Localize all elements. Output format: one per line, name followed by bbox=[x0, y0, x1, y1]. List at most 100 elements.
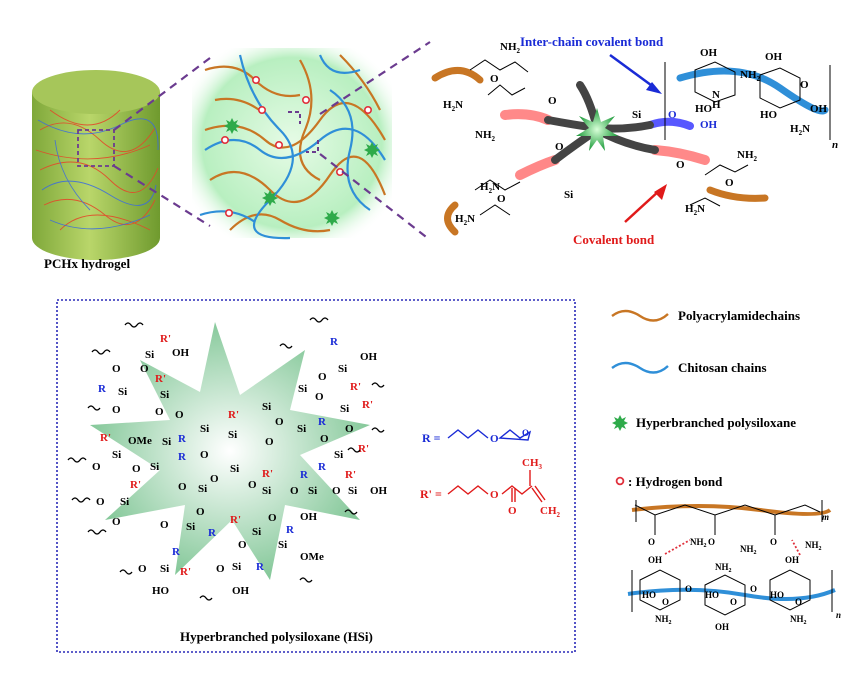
molecular-detail: NH2 O H2N NH2 H2N O H2N O O Si Si O OH N… bbox=[431, 41, 838, 236]
svg-text:OMe: OMe bbox=[300, 551, 324, 563]
svg-text:O: O bbox=[332, 485, 341, 497]
svg-text:O: O bbox=[800, 79, 809, 91]
svg-text:O: O bbox=[508, 505, 517, 517]
svg-text:NH2: NH2 bbox=[690, 537, 707, 549]
svg-text:O: O bbox=[138, 563, 147, 575]
svg-text:O: O bbox=[238, 539, 247, 551]
svg-text:O: O bbox=[795, 597, 802, 607]
svg-text:HO: HO bbox=[760, 109, 778, 121]
svg-text:O: O bbox=[210, 473, 219, 485]
hsi-dashed-box bbox=[56, 299, 576, 653]
zoom-lines-right bbox=[319, 41, 431, 241]
svg-text:R: R bbox=[286, 524, 295, 536]
svg-text:O: O bbox=[490, 489, 499, 501]
svg-text:Si: Si bbox=[228, 429, 237, 441]
svg-text:R: R bbox=[318, 416, 327, 428]
svg-text:O: O bbox=[112, 516, 121, 528]
svg-text:OH: OH bbox=[700, 47, 718, 59]
svg-text:R: R bbox=[330, 336, 339, 348]
svg-text:HO: HO bbox=[152, 585, 170, 597]
hydrogel-cylinder bbox=[32, 70, 160, 260]
svg-text:Si: Si bbox=[232, 561, 241, 573]
inter-chain-label: Inter-chain covalent bond bbox=[520, 34, 664, 49]
svg-text:O: O bbox=[112, 404, 121, 416]
svg-text:HO: HO bbox=[770, 590, 784, 600]
svg-text:Si: Si bbox=[278, 539, 287, 551]
svg-text:Si: Si bbox=[262, 485, 271, 497]
svg-text:O: O bbox=[196, 506, 205, 518]
svg-text:R: R bbox=[178, 433, 187, 445]
svg-text:R': R' bbox=[262, 468, 273, 480]
svg-text:Si: Si bbox=[334, 449, 343, 461]
svg-text:O: O bbox=[320, 433, 329, 445]
legend: Polyacrylamidechains Chitosan chains Hyp… bbox=[611, 308, 800, 489]
svg-text:m: m bbox=[822, 512, 829, 522]
legend-chitosan-line bbox=[611, 361, 669, 374]
svg-text:OH: OH bbox=[765, 51, 783, 63]
svg-text:NH2: NH2 bbox=[500, 41, 521, 55]
svg-text:R: R bbox=[318, 461, 327, 473]
svg-text:R: R bbox=[98, 383, 107, 395]
svg-text:Si: Si bbox=[230, 463, 239, 475]
svg-text:Si: Si bbox=[150, 461, 159, 473]
svg-text:R': R' bbox=[100, 432, 111, 444]
svg-text:NH2: NH2 bbox=[740, 69, 761, 83]
svg-text:O: O bbox=[676, 159, 685, 171]
svg-text:R': R' bbox=[160, 333, 171, 345]
svg-text:R': R' bbox=[362, 399, 373, 411]
svg-text:Si: Si bbox=[200, 423, 209, 435]
svg-text:O: O bbox=[345, 423, 354, 435]
legend-hbond-circle bbox=[615, 476, 625, 486]
svg-text:O: O bbox=[268, 512, 277, 524]
svg-text:CH3: CH3 bbox=[522, 457, 543, 471]
svg-text:O: O bbox=[200, 449, 209, 461]
svg-text:O: O bbox=[160, 519, 169, 531]
svg-text:O: O bbox=[522, 428, 529, 438]
svg-text:Si: Si bbox=[564, 189, 573, 201]
svg-text:Si: Si bbox=[198, 483, 207, 495]
svg-text:R': R' bbox=[358, 443, 369, 455]
svg-text:Si: Si bbox=[338, 363, 347, 375]
svg-text:O: O bbox=[685, 584, 692, 594]
hydrogel-label: PCHx hydrogel bbox=[44, 256, 130, 271]
svg-text:O: O bbox=[275, 416, 284, 428]
hsi-title: Hyperbranched polysiloxane (HSi) bbox=[180, 629, 373, 644]
svg-text:NH2: NH2 bbox=[475, 129, 496, 143]
svg-text:R: R bbox=[172, 546, 181, 558]
svg-text:R': R' bbox=[228, 409, 239, 421]
svg-text:N: N bbox=[712, 89, 720, 101]
svg-text:NH2: NH2 bbox=[740, 544, 757, 556]
svg-text:HO: HO bbox=[705, 590, 719, 600]
svg-text:R': R' bbox=[350, 381, 361, 393]
svg-text:NH2: NH2 bbox=[737, 149, 758, 163]
svg-text:Si: Si bbox=[298, 383, 307, 395]
svg-text:Si: Si bbox=[252, 526, 261, 538]
svg-text:O: O bbox=[155, 406, 164, 418]
svg-text:H2N: H2N bbox=[443, 99, 463, 113]
svg-text:R: R bbox=[256, 561, 265, 573]
svg-text:O: O bbox=[490, 73, 499, 85]
svg-text:O: O bbox=[497, 193, 506, 205]
svg-text:OH: OH bbox=[810, 103, 828, 115]
svg-text:Si: Si bbox=[186, 521, 195, 533]
svg-text:Si: Si bbox=[145, 349, 154, 361]
svg-text:O: O bbox=[555, 141, 564, 153]
svg-text:OH: OH bbox=[370, 485, 388, 497]
svg-text:O: O bbox=[140, 363, 149, 375]
svg-text:O: O bbox=[668, 109, 677, 121]
hsi-structure: R' Si OH O O R' R Si Si O O O R' Si Si R… bbox=[67, 317, 388, 601]
svg-text:Si: Si bbox=[262, 401, 271, 413]
svg-text:NH2: NH2 bbox=[655, 614, 672, 626]
svg-text:Si: Si bbox=[348, 485, 357, 497]
svg-text:CH2: CH2 bbox=[540, 505, 561, 519]
svg-text:OH: OH bbox=[785, 555, 799, 565]
svg-text:OH: OH bbox=[700, 119, 718, 131]
network-zoom bbox=[192, 48, 392, 240]
svg-text:R: R bbox=[300, 469, 309, 481]
svg-text:Si: Si bbox=[160, 389, 169, 401]
svg-text:OH: OH bbox=[648, 555, 662, 565]
svg-text:O: O bbox=[490, 433, 499, 445]
svg-text:O: O bbox=[315, 391, 324, 403]
svg-text:OH: OH bbox=[715, 622, 729, 632]
svg-text:R =: R = bbox=[422, 431, 441, 445]
